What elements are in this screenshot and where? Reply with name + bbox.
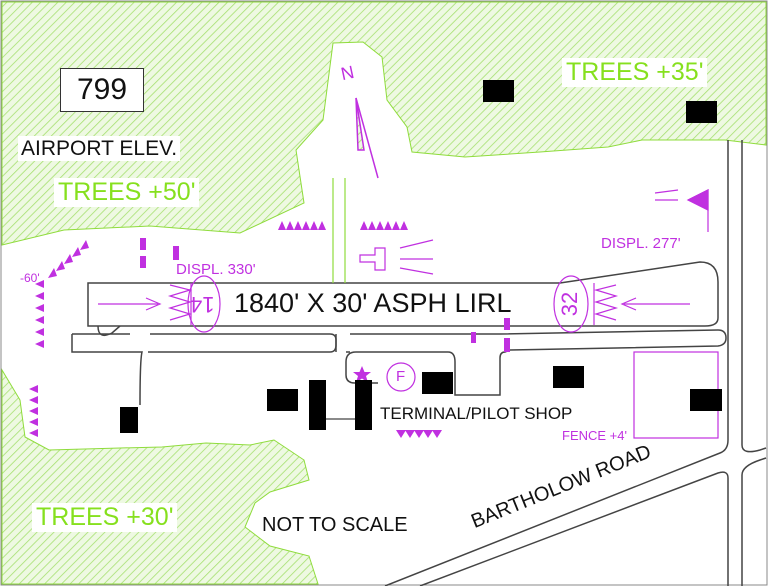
fence-label: FENCE +4' <box>562 428 627 443</box>
trees-label-ne: TREES +35' <box>562 58 708 87</box>
fuel-icon: F <box>396 368 406 385</box>
centerline-extension <box>332 178 346 283</box>
elevation-box: 799 <box>60 68 144 112</box>
displaced-threshold-32: DISPL. 277' <box>601 235 681 252</box>
star-icon <box>353 366 371 383</box>
elevation-label: AIRPORT ELEV. <box>18 136 181 161</box>
buildings <box>120 80 722 433</box>
terminal-label: TERMINAL/PILOT SHOP <box>380 404 573 423</box>
scale-note: NOT TO SCALE <box>262 514 408 536</box>
runway-outline <box>71 261 727 406</box>
displaced-threshold-14: DISPL. 330' <box>176 261 256 278</box>
trees-label-nw: TREES +50' <box>54 178 200 207</box>
trees-label-sw: TREES +30' <box>32 503 178 532</box>
north-arrow-icon <box>355 97 379 179</box>
obstruction-lights <box>29 221 510 438</box>
runway-end-14: 14 <box>190 292 215 317</box>
road-lines <box>384 140 767 586</box>
runway-description: 1840' X 30' ASPH LIRL <box>234 288 512 318</box>
obstruction-height: -60' <box>20 271 40 285</box>
runway-end-32: 32 <box>557 291 583 317</box>
